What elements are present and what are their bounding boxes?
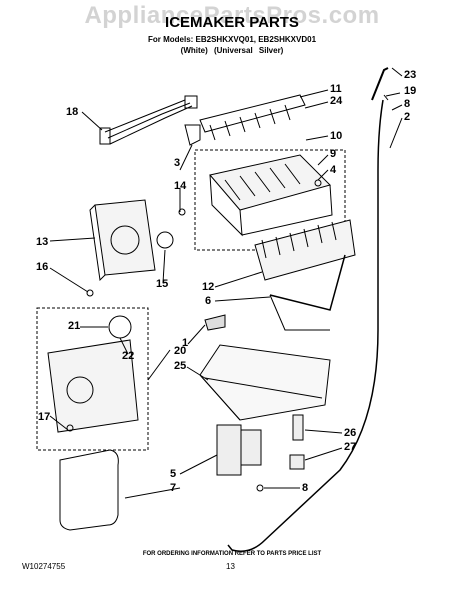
callout-3: 3 xyxy=(174,157,181,169)
callout-17: 17 xyxy=(38,411,51,423)
callout-23: 23 xyxy=(404,69,417,81)
water-valve-part xyxy=(216,424,242,476)
watermark: AppliancePartsPros.com xyxy=(84,2,380,29)
callout-20: 20 xyxy=(174,345,187,357)
callout-15: 15 xyxy=(156,278,169,290)
ice-bin-part xyxy=(199,344,331,421)
water-line-part xyxy=(227,99,384,552)
callout-9: 9 xyxy=(330,148,337,160)
callout-7: 7 xyxy=(170,482,177,494)
callout-24: 24 xyxy=(330,95,343,107)
switch-part xyxy=(292,414,304,441)
callout-22: 22 xyxy=(122,350,135,362)
callout-10: 10 xyxy=(330,130,343,142)
ordering-note: FOR ORDERING INFORMATION REFER TO PARTS … xyxy=(142,551,322,557)
control-assembly-box xyxy=(36,307,149,451)
callout-2: 2 xyxy=(404,111,411,123)
callout-27: 27 xyxy=(344,441,357,453)
callout-5: 5 xyxy=(170,468,177,480)
callout-19: 19 xyxy=(404,85,417,97)
screw-part xyxy=(256,484,264,492)
callout-8-lower: 8 xyxy=(302,482,309,494)
wire-arm-part xyxy=(269,254,346,311)
page-title: ICEMAKER PARTS xyxy=(165,14,299,31)
page-number: 13 xyxy=(226,562,235,571)
callout-18: 18 xyxy=(66,106,79,118)
control-housing-part xyxy=(94,199,156,276)
callout-8: 8 xyxy=(404,98,411,110)
callout-12: 12 xyxy=(202,281,215,293)
gear-part xyxy=(108,315,132,339)
callout-4: 4 xyxy=(330,164,337,176)
cover-part xyxy=(59,449,119,531)
callout-21: 21 xyxy=(68,320,81,332)
control-board-part xyxy=(47,339,139,433)
heater-part xyxy=(289,454,305,470)
callout-26: 26 xyxy=(344,427,357,439)
motor-part xyxy=(156,231,174,249)
callout-1: 1 xyxy=(182,337,189,349)
ice-mold-part xyxy=(209,154,331,211)
clip-part xyxy=(204,314,226,331)
callout-14: 14 xyxy=(174,180,187,192)
callout-16: 16 xyxy=(36,261,49,273)
callout-11: 11 xyxy=(330,83,342,95)
models-line: For Models: EB2SHKXVQ01, EB2SHKXVD01 xyxy=(147,35,317,44)
bracket-part xyxy=(184,124,201,146)
document-number: W10274755 xyxy=(22,562,66,571)
callout-13: 13 xyxy=(36,236,49,248)
callout-25: 25 xyxy=(174,360,187,372)
fill-tube-part xyxy=(371,67,389,101)
variants-line: (White) (Universal Silver) xyxy=(180,46,284,55)
wire-harness-part xyxy=(104,99,193,145)
ejector-part xyxy=(199,94,306,133)
callout-6: 6 xyxy=(205,295,212,307)
